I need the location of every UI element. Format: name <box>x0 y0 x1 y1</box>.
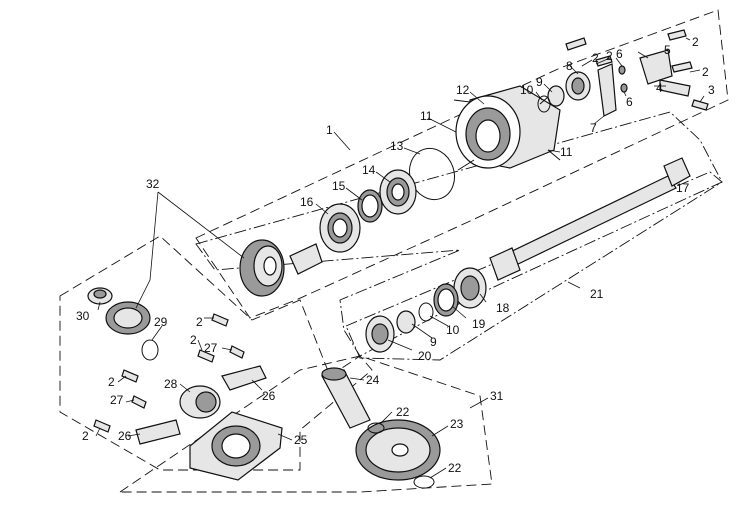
shaft-part-17 <box>489 157 691 281</box>
ring-part-10-lower <box>418 302 434 322</box>
washer-part-29 <box>141 339 159 361</box>
bolts-part-2-top <box>565 29 709 111</box>
ring-part-22-upper <box>367 422 385 434</box>
callout-21: 21 <box>590 287 604 301</box>
callout-2-e: 2 <box>196 315 203 329</box>
callout-2-a: 2 <box>592 51 599 65</box>
callout-28: 28 <box>164 377 178 391</box>
callout-5: 5 <box>664 43 671 57</box>
callout-1: 1 <box>326 123 333 137</box>
boundary-group-31 <box>118 355 493 493</box>
plate-part-26-lower <box>135 419 181 445</box>
callout-11-a: 11 <box>420 109 433 123</box>
callout-2-c: 2 <box>692 35 699 49</box>
callout-9-a: 9 <box>536 75 543 89</box>
bolts-part-2-left <box>93 313 229 433</box>
bearing-part-28 <box>179 385 221 419</box>
callout-10-a: 10 <box>520 83 534 97</box>
callout-30: 30 <box>76 309 90 323</box>
lever-part-4-5 <box>639 49 691 97</box>
callout-12: 12 <box>456 83 470 97</box>
callout-13: 13 <box>390 139 404 153</box>
callout-23: 23 <box>450 417 464 431</box>
boundary-group-1 <box>195 9 729 319</box>
callout-15: 15 <box>332 179 346 193</box>
callout-26-a: 26 <box>262 389 276 403</box>
callout-32: 32 <box>146 177 160 191</box>
pins-part-6 <box>618 65 628 93</box>
callout-4: 4 <box>656 81 663 95</box>
gear-part-32-lower <box>105 301 151 335</box>
housing-part-12 <box>453 85 561 171</box>
callout-6-b: 6 <box>626 95 633 109</box>
bearing-part-18 <box>453 267 487 309</box>
cover-part-25 <box>189 411 283 481</box>
callout-2-b: 2 <box>606 49 613 63</box>
callout-29: 29 <box>154 315 168 329</box>
bearing-part-16 <box>319 203 361 253</box>
leader-lines <box>95 37 705 479</box>
ring-part-10-upper <box>537 95 551 113</box>
callout-7: 7 <box>590 121 597 135</box>
callout-3: 3 <box>708 83 715 97</box>
callout-14: 14 <box>362 163 376 177</box>
plate-part-26-upper <box>221 365 267 391</box>
parts <box>87 29 709 489</box>
callout-22-b: 22 <box>448 461 462 475</box>
callout-20: 20 <box>418 349 432 363</box>
callout-31: 31 <box>490 389 504 403</box>
bearing-part-14 <box>379 169 417 215</box>
bracket-part-7 <box>597 63 617 117</box>
callout-24: 24 <box>366 373 380 387</box>
shaft-gear-part-24 <box>321 367 371 429</box>
seal-part-20 <box>365 315 395 353</box>
callout-27-b: 27 <box>110 393 124 407</box>
spacer-part-9-upper <box>547 85 565 107</box>
callout-9-b: 9 <box>430 335 437 349</box>
gear-part-23 <box>355 419 441 481</box>
callout-22-a: 22 <box>396 405 410 419</box>
callout-10-b: 10 <box>446 323 460 337</box>
callout-2-d: 2 <box>702 65 709 79</box>
boundary-group-32 <box>59 235 373 471</box>
callout-2-g: 2 <box>108 375 115 389</box>
callout-26-b: 26 <box>118 429 132 443</box>
ring-part-22-lower <box>413 475 435 489</box>
callout-19: 19 <box>472 317 486 331</box>
callout-16: 16 <box>300 195 314 209</box>
callout-6-a: 6 <box>616 47 623 61</box>
callout-18: 18 <box>496 301 510 315</box>
gear-part-30 <box>87 287 113 305</box>
callout-27-a: 27 <box>204 341 218 355</box>
bevel-gear-part-32 <box>239 239 323 297</box>
spacer-part-9-lower <box>396 310 416 334</box>
callout-17: 17 <box>676 181 690 195</box>
callout-8: 8 <box>566 59 573 73</box>
callout-2-h: 2 <box>82 429 89 443</box>
callout-labels: 1 2 2 2 2 2 2 2 2 3 4 5 6 6 7 8 9 9 10 1… <box>76 35 715 475</box>
callout-11-b: 11 <box>560 145 573 159</box>
callout-25: 25 <box>294 433 308 447</box>
callout-2-f: 2 <box>190 333 197 347</box>
